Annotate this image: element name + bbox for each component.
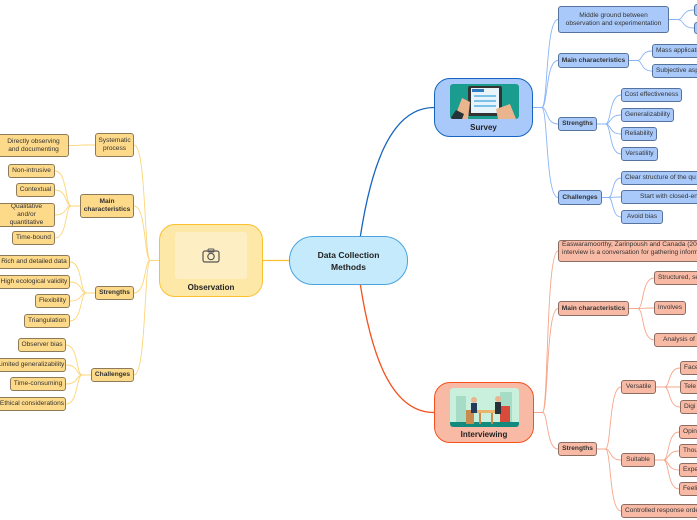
connector [629, 277, 655, 309]
leaf-node[interactable] [694, 22, 697, 34]
observation-strengths[interactable]: Strengths [95, 286, 134, 300]
connector [65, 344, 91, 376]
leaf-node[interactable]: Involves [654, 301, 686, 315]
connector [602, 197, 622, 218]
connector [359, 106, 435, 237]
interviewing-topic[interactable]: Interviewing [434, 382, 534, 443]
survey-strengths[interactable]: Strengths [558, 117, 597, 131]
observation-systematic-process[interactable]: Systematic process [95, 133, 134, 157]
leaf-node[interactable]: High ecological validity [0, 275, 70, 289]
central-topic[interactable]: Data Collection Methods [289, 236, 408, 285]
connector [656, 386, 681, 408]
connector [597, 386, 622, 450]
leaf-node[interactable]: Avoid bias [621, 210, 663, 224]
interviewing-definition[interactable]: Easwaramoorthy, Zarinpoush and Canada (2… [558, 240, 697, 262]
leaf-node[interactable]: Contextual [16, 183, 55, 197]
leaf-node[interactable]: Analysis of d [654, 333, 697, 347]
observation-main-characteristics[interactable]: Main characteristics [80, 194, 134, 218]
leaf-node[interactable] [694, 4, 697, 16]
interviewing-label: Interviewing [460, 430, 508, 439]
connector [655, 431, 680, 461]
survey-middle-ground[interactable]: Middle ground between observation and ex… [558, 6, 669, 33]
connector [133, 260, 159, 376]
connector [669, 9, 695, 20]
interviewing-suitable[interactable]: Suitable [621, 453, 655, 467]
connector [629, 50, 653, 61]
observation-topic[interactable]: Observation [159, 224, 263, 297]
connector [69, 292, 95, 322]
connector [629, 308, 655, 341]
leaf-node[interactable]: Expe [679, 463, 697, 477]
leaf-node[interactable]: Mass applicati [652, 44, 697, 58]
leaf-node[interactable]: Cost effectiveness [621, 88, 682, 102]
leaf-node[interactable]: Controlled response orde [621, 504, 697, 518]
interviewing-strengths[interactable]: Strengths [558, 442, 597, 456]
connector [534, 412, 559, 450]
connector [629, 60, 653, 72]
connector [534, 308, 559, 413]
tablet-survey-illustration [450, 84, 519, 119]
leaf-node[interactable]: Flexibility [35, 294, 70, 308]
leaf-node[interactable]: Structured, se [654, 271, 697, 285]
connector [597, 94, 622, 125]
connector [68, 144, 95, 146]
central-topic-label: Data Collection Methods [317, 249, 380, 272]
leaf-node[interactable]: Clear structure of the qu [621, 171, 697, 185]
connector [359, 284, 435, 414]
connector [133, 144, 159, 261]
observation-label: Observation [187, 283, 235, 292]
leaf-node[interactable]: Tele [680, 380, 697, 394]
leaf-node[interactable]: Thou [679, 444, 697, 458]
leaf-node[interactable]: Reliability [621, 127, 657, 141]
interviewing-versatile[interactable]: Versatile [621, 380, 656, 394]
interviewing-main-characteristics[interactable]: Main characteristics [558, 301, 629, 316]
leaf-node[interactable]: Digi [680, 400, 697, 414]
leaf-node[interactable]: Time-consuming [10, 377, 66, 391]
leaf-node[interactable]: Feeli [679, 482, 697, 496]
connector [65, 374, 91, 405]
leaf-node[interactable]: Observer bias [18, 338, 66, 352]
leaf-node[interactable]: Non-intrusive [8, 164, 55, 178]
connector [655, 459, 680, 490]
connector [669, 19, 695, 29]
connector [54, 170, 80, 207]
leaf-node[interactable]: Ethical considerations [0, 397, 66, 411]
leaf-node[interactable]: Opini [679, 425, 697, 439]
connector [597, 123, 622, 155]
leaf-node[interactable]: Time-bound [12, 231, 55, 245]
leaf-node[interactable]: Triangulation [24, 314, 70, 328]
survey-challenges[interactable]: Challenges [558, 190, 602, 205]
observation-challenges[interactable]: Challenges [91, 368, 134, 382]
leaf-node[interactable]: Limited generalizability [0, 358, 66, 372]
interview-illustration [450, 388, 519, 427]
survey-topic[interactable]: Survey [434, 78, 533, 137]
survey-label: Survey [470, 123, 497, 132]
leaf-node[interactable]: Directly observing and documenting [0, 134, 69, 157]
connector [597, 448, 622, 512]
survey-main-characteristics[interactable]: Main characteristics [558, 53, 629, 68]
leaf-node[interactable]: Rich and detailed data [0, 255, 70, 269]
leaf-node[interactable]: Subjective asp [652, 64, 697, 78]
connector [54, 205, 80, 239]
definition-line: interview is a conversation for gatherin… [562, 249, 697, 256]
connector [533, 19, 559, 108]
connector [533, 107, 559, 198]
connector [656, 367, 681, 388]
definition-line: Easwaramoorthy, Zarinpoush and Canada (2… [562, 241, 697, 248]
leaf-node[interactable]: Face [680, 361, 697, 375]
leaf-node[interactable]: Qualitative and/or quantitative [0, 203, 55, 227]
connector [533, 60, 559, 108]
leaf-node[interactable]: Generalizability [621, 108, 674, 122]
leaf-node[interactable]: Start with closed-en [621, 190, 697, 204]
leaf-node[interactable]: Versatility [621, 147, 658, 161]
connector [69, 261, 95, 294]
connector [602, 177, 622, 198]
camera-icon [175, 232, 247, 279]
